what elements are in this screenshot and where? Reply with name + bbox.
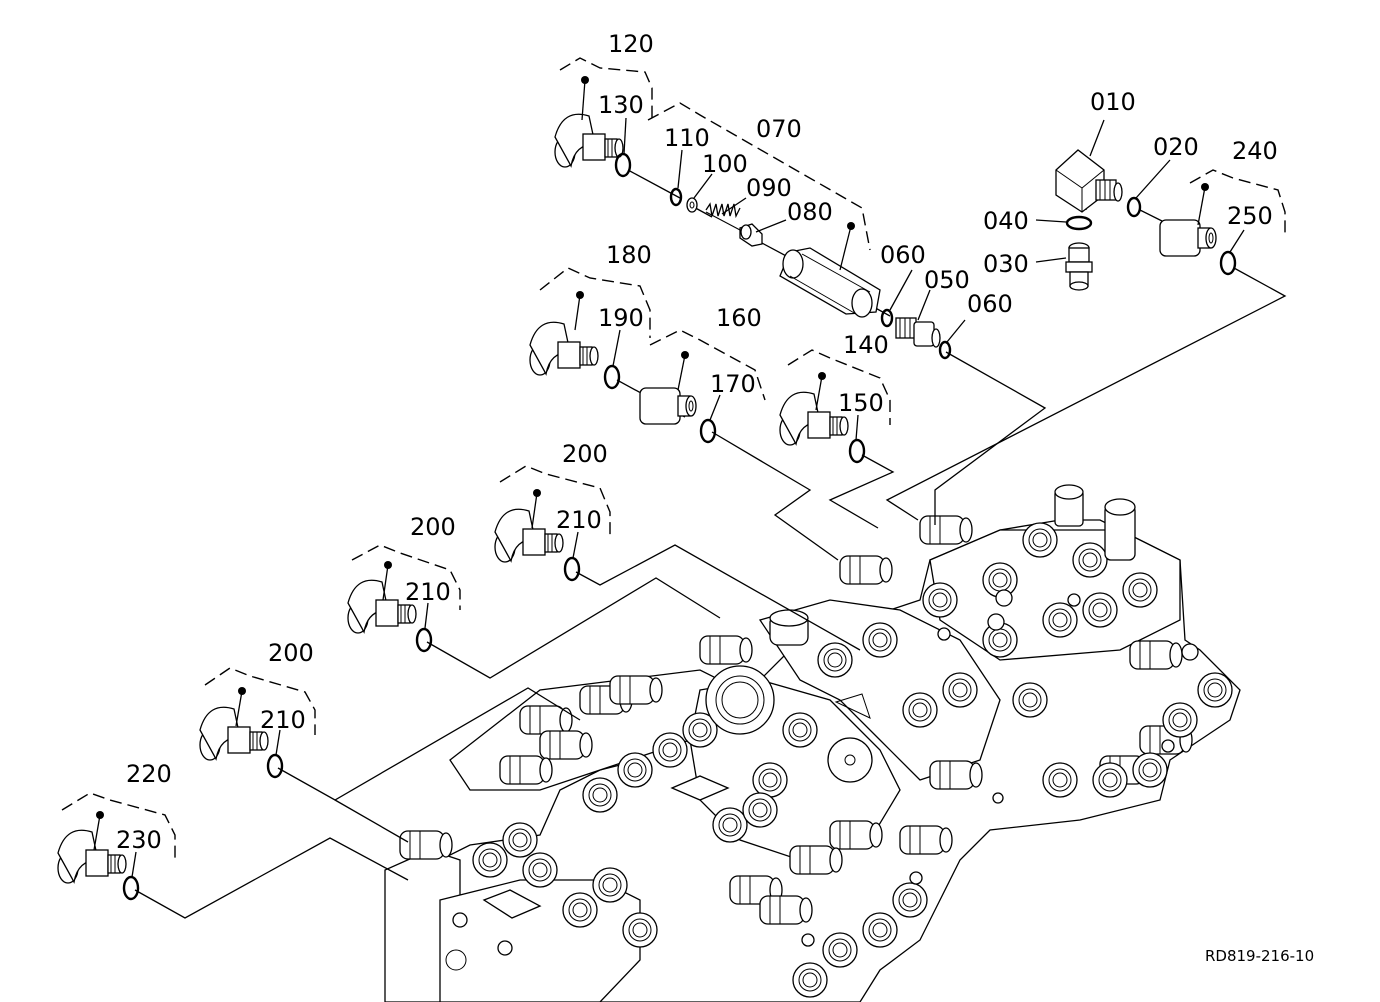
o-ring-190 — [603, 364, 621, 390]
label-060-a: 060 — [880, 241, 926, 269]
elbow-fitting-200-b — [347, 561, 417, 634]
adapter-030 — [1065, 242, 1093, 291]
elbow-fitting-140 — [779, 372, 849, 446]
cartridge-070 — [779, 222, 881, 318]
label-140: 140 — [843, 331, 889, 359]
label-030: 030 — [983, 250, 1029, 278]
label-040: 040 — [983, 207, 1029, 235]
label-240: 240 — [1232, 137, 1278, 165]
group-brackets — [61, 57, 1286, 860]
o-ring-150 — [848, 438, 866, 464]
o-ring-210-c — [266, 753, 284, 779]
label-080: 080 — [787, 198, 833, 226]
union-160 — [639, 351, 697, 425]
elbow-fitting-180 — [529, 291, 599, 376]
label-120: 120 — [608, 30, 654, 58]
label-210-a: 210 — [556, 506, 602, 534]
label-110: 110 — [664, 124, 710, 152]
label-020: 020 — [1153, 133, 1199, 161]
label-200-a: 200 — [562, 440, 608, 468]
snap-ring-110 — [669, 187, 683, 207]
o-ring-060-a — [880, 308, 894, 328]
label-160: 160 — [716, 304, 762, 332]
elbow-fitting-200-c — [199, 687, 269, 761]
elbow-fitting-220 — [57, 811, 127, 884]
label-180: 180 — [606, 241, 652, 269]
label-100: 100 — [702, 150, 748, 178]
washer-100 — [686, 197, 698, 213]
o-ring-250 — [1219, 250, 1237, 276]
label-230: 230 — [116, 826, 162, 854]
block-fitting-010 — [1055, 149, 1123, 213]
label-210-c: 210 — [260, 706, 306, 734]
label-090: 090 — [746, 174, 792, 202]
o-ring-020 — [1126, 196, 1142, 218]
adapter-050 — [895, 317, 941, 348]
label-250: 250 — [1227, 202, 1273, 230]
o-ring-210-a — [563, 556, 581, 582]
label-130: 130 — [598, 91, 644, 119]
label-060-b: 060 — [967, 290, 1013, 318]
control-valve-assembly — [384, 484, 1241, 1002]
elbow-fitting-200-a — [494, 489, 564, 563]
label-150: 150 — [838, 389, 884, 417]
o-ring-060-b — [938, 340, 952, 360]
union-240 — [1159, 183, 1217, 257]
o-ring-230 — [122, 875, 140, 901]
o-ring-040 — [1065, 215, 1093, 231]
label-200-b: 200 — [410, 513, 456, 541]
label-070: 070 — [756, 115, 802, 143]
part-labels: 010 020 030 040 050 060 060 070 080 090 … — [116, 30, 1314, 965]
o-ring-210-b — [415, 627, 433, 653]
label-leaders — [131, 117, 1245, 878]
leader-lines — [134, 169, 1287, 919]
label-170: 170 — [710, 370, 756, 398]
drawing-number: RD819-216-10 — [1205, 947, 1314, 965]
o-ring-170 — [699, 418, 717, 444]
elbow-fitting-120 — [554, 76, 624, 168]
label-190: 190 — [598, 304, 644, 332]
label-200-c: 200 — [268, 639, 314, 667]
label-010: 010 — [1090, 88, 1136, 116]
poppet-080 — [739, 223, 763, 247]
label-050: 050 — [924, 266, 970, 294]
label-220: 220 — [126, 760, 172, 788]
o-ring-130 — [614, 152, 632, 178]
label-210-b: 210 — [405, 578, 451, 606]
parts — [57, 76, 1237, 901]
